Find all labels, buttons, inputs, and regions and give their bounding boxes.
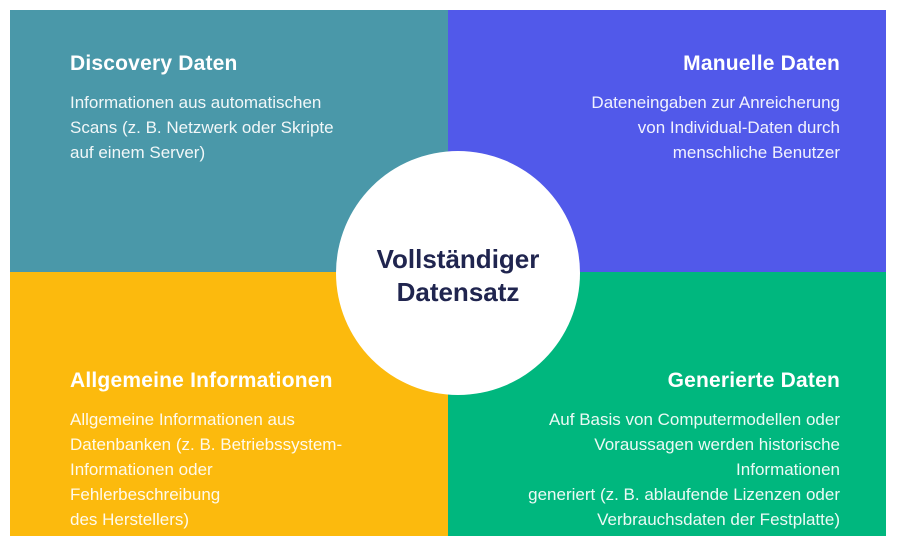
quadrant-title-manuelle-daten: Manuelle Daten <box>683 52 840 75</box>
quadrant-title-discovery-daten: Discovery Daten <box>70 52 238 75</box>
quadrant-discovery-daten: Discovery Daten Informationen aus automa… <box>10 10 448 272</box>
quadrant-title-generierte-daten: Generierte Daten <box>667 369 840 392</box>
quadrant-description-generierte-daten: Auf Basis von Computermodellen oder Vora… <box>528 410 840 529</box>
center-circle: Vollständiger Datensatz <box>336 151 580 395</box>
center-label: Vollständiger Datensatz <box>376 244 540 307</box>
quadrant-description-manuelle-daten: Dateneingaben zur Anreicherung von Indiv… <box>591 93 840 162</box>
quadrant-generierte-daten: Generierte Daten Auf Basis von Computerm… <box>448 272 886 536</box>
quadrant-description-discovery-daten: Informationen aus automatischen Scans (z… <box>70 93 334 162</box>
quadrant-description-allgemeine-informationen: Allgemeine Informationen aus Datenbanken… <box>70 410 343 529</box>
quadrant-title-allgemeine-informationen: Allgemeine Informationen <box>70 369 333 392</box>
